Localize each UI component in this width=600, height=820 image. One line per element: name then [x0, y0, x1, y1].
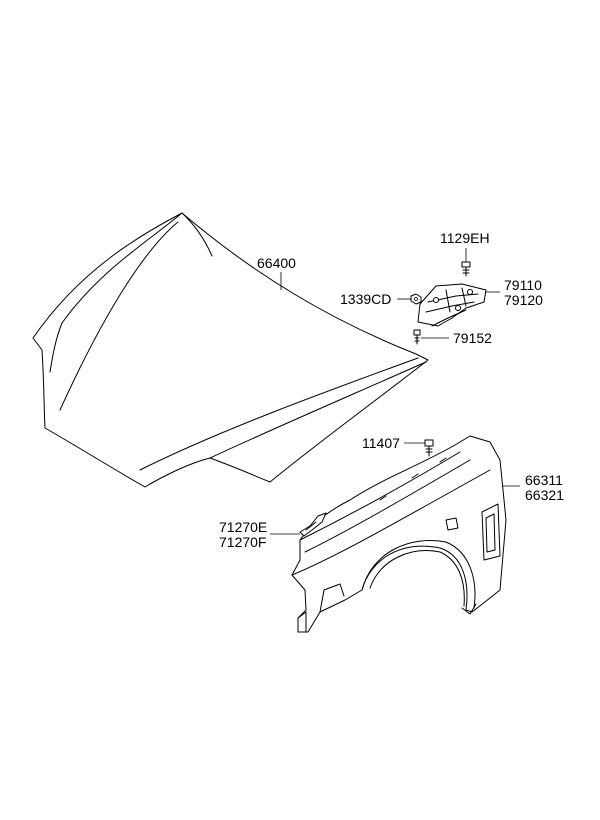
callout-fender-bottom: 66321 — [525, 487, 564, 503]
hinge-top-bolt — [461, 261, 471, 277]
front-fender — [291, 435, 507, 633]
callout-fender-bolt: 11407 — [362, 435, 400, 451]
fender-bolt — [424, 439, 434, 457]
callout-hood-bolt: 1129EH — [440, 230, 490, 246]
callout-hinge-bottom: 79120 — [504, 292, 543, 308]
callout-bracket-top: 71270E — [219, 519, 267, 535]
callout-hood: 66400 — [257, 255, 296, 271]
hinge-bottom-bolt — [413, 329, 421, 345]
callout-hinge-top: 79110 — [504, 277, 542, 293]
leader-lines — [270, 248, 520, 535]
hinge-nut — [410, 293, 422, 305]
hood-panel — [32, 212, 429, 488]
hood-hinge — [417, 283, 487, 327]
callout-hinge-bolt: 79152 — [453, 330, 492, 346]
callout-labels: 66400 1129EH 79110 79120 1339CD 79152 11… — [219, 230, 564, 550]
callout-fender-top: 66311 — [525, 472, 563, 488]
callout-hinge-nut: 1339CD — [340, 291, 391, 307]
fender-bracket — [299, 512, 327, 537]
callout-bracket-bottom: 71270F — [219, 534, 266, 550]
